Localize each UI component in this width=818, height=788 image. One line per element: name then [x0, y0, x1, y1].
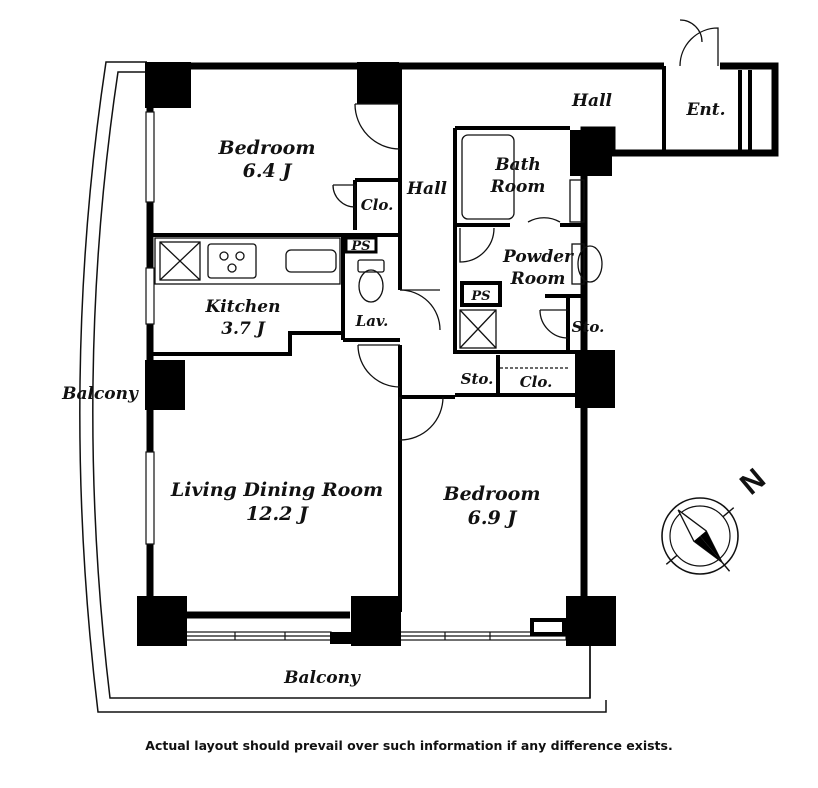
balcony-west-label: Balcony	[61, 384, 139, 404]
pipe-box	[530, 618, 566, 636]
powder-line2: Room	[510, 269, 566, 289]
closet-1-label: Clo.	[361, 196, 394, 214]
bedroom-nw-name: Bedroom	[218, 137, 316, 159]
west-windows	[145, 111, 155, 545]
storage-2-label: Sto.	[461, 370, 494, 388]
living-name: Living Dining Room	[170, 479, 383, 501]
bedroom-nw-size: 6.4 J	[243, 160, 294, 182]
disclaimer-text: Actual layout should prevail over such i…	[145, 738, 673, 753]
columns	[137, 62, 616, 646]
doors	[332, 19, 719, 441]
compass	[661, 497, 739, 575]
bedroom-se-size: 6.9 J	[468, 507, 519, 529]
kitchen-size: 3.7 J	[221, 319, 265, 339]
closet-2-label: Clo.	[520, 373, 553, 391]
living-size: 12.2 J	[246, 503, 310, 525]
ps-1-label: PS	[350, 239, 370, 254]
south-windows	[185, 631, 567, 641]
powder-line1: Powder	[502, 247, 574, 267]
ps-2-label: PS	[470, 289, 490, 304]
balcony-outline	[79, 61, 607, 713]
interior-walls	[150, 66, 752, 612]
balcony-south-label: Balcony	[283, 668, 361, 688]
ps-box-1	[344, 236, 378, 254]
hall-top: Hall	[571, 91, 613, 111]
hall-mid: Hall	[406, 179, 448, 199]
bath-line1: Bath	[494, 155, 541, 175]
lavatory-label: Lav.	[355, 312, 389, 330]
compass-north-label: N	[734, 462, 772, 501]
bedroom-se-name: Bedroom	[443, 483, 541, 505]
bath-line2: Room	[490, 177, 546, 197]
entrance-label: Ent.	[685, 100, 725, 120]
kitchen-name: Kitchen	[205, 297, 281, 317]
fixtures	[154, 134, 603, 369]
storage-1-label: Sto.	[572, 318, 605, 336]
ps-box-2	[460, 281, 502, 307]
